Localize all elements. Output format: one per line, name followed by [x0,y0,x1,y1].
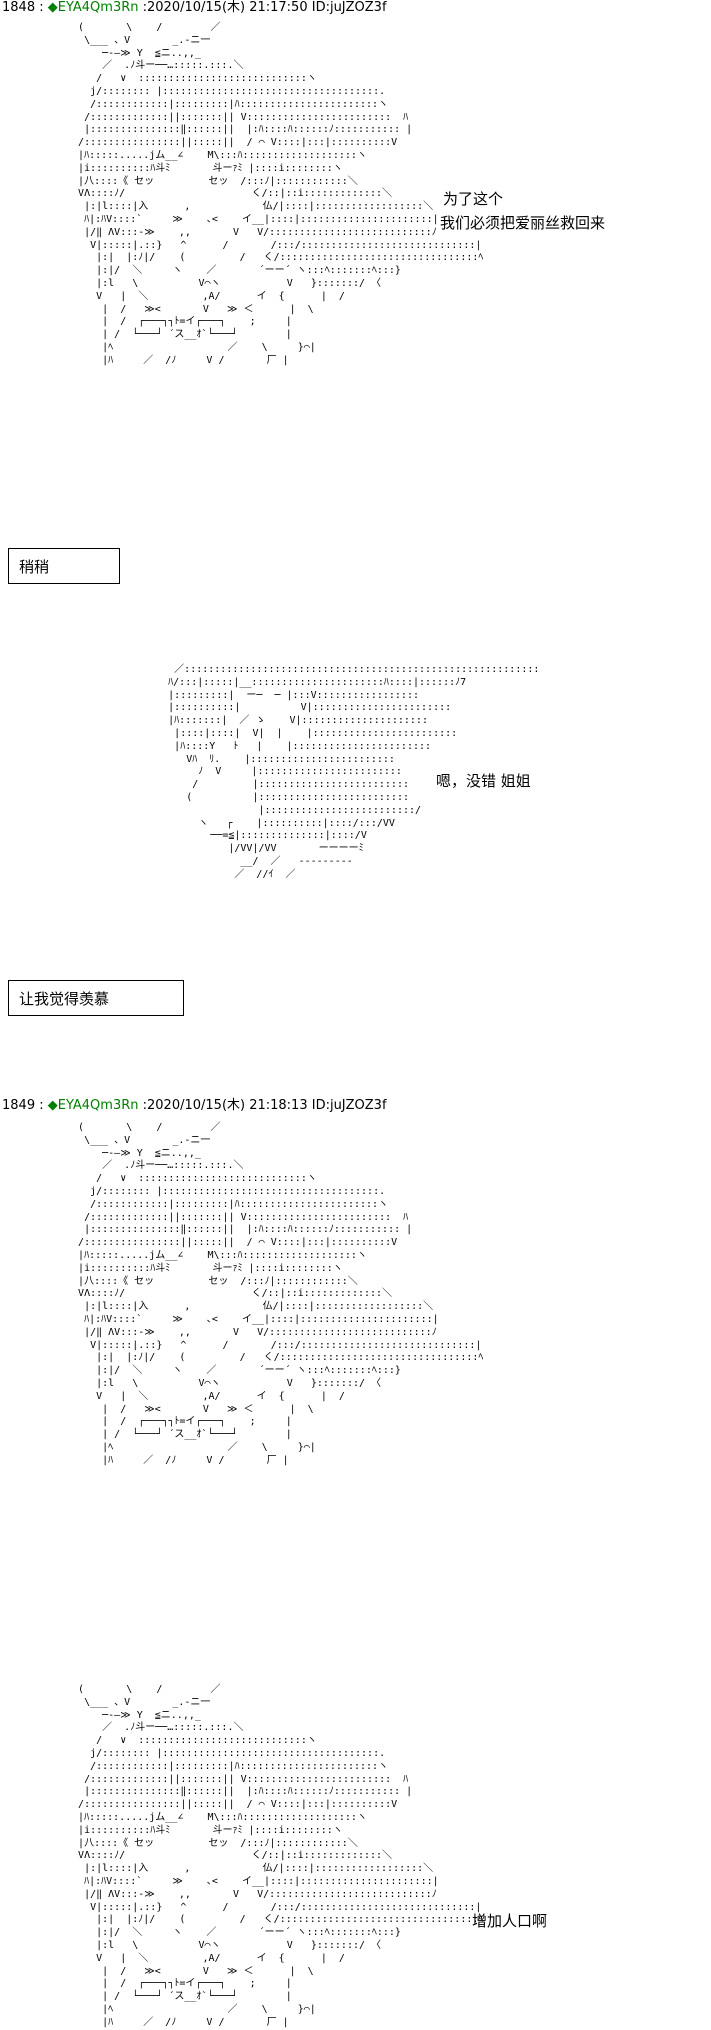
post-meta: :2020/10/15(木) 21:18:13 ID:juJZOZ3f [138,1098,387,1113]
dialogue-line-1b: 我们必须把爱丽丝救回来 [440,214,606,232]
post-meta: :2020/10/15(木) 21:17:50 ID:juJZOZ3f [138,0,387,15]
post-separator: : [35,0,48,15]
girl-ascii-art: ( \ / ／ \___ 、V _.-ニ一 ─-―≫ Y ≦ニ..,,_ ／ .… [78,22,484,366]
post-number: 1848 [2,0,36,15]
poster-trip: ◆EYA4Qm3Rn [47,0,139,15]
poster-trip: ◆EYA4Qm3Rn [47,1098,139,1113]
post-header-1848: 1848 : ◆EYA4Qm3Rn :2020/10/15(木) 21:17:5… [2,0,387,16]
dialogue-line-1a: 为了这个 [443,190,504,208]
narration-box-2: 让我觉得羡慕 [8,980,184,1016]
dialogue-line-2: 嗯，没错 姐姐 [436,772,531,790]
post-separator: : [35,1098,48,1113]
post-header-1849: 1849 : ◆EYA4Qm3Rn :2020/10/15(木) 21:18:1… [2,1098,387,1114]
narration-box-1: 稍稍 [8,548,120,584]
girl-ascii-art-3: ( \ / ／ \___ 、V _.-ニ一 ─-―≫ Y ≦ニ..,,_ ／ .… [78,1684,484,2028]
sister-ascii-art: ／:::::::::::::::::::::::::::::::::::::::… [168,664,540,880]
post-number: 1849 [2,1098,36,1113]
girl-ascii-art-2: ( \ / ／ \___ 、V _.-ニ一 ─-―≫ Y ≦ニ..,,_ ／ .… [78,1122,484,1466]
dialogue-line-3: 增加人口啊 [472,1912,548,1930]
